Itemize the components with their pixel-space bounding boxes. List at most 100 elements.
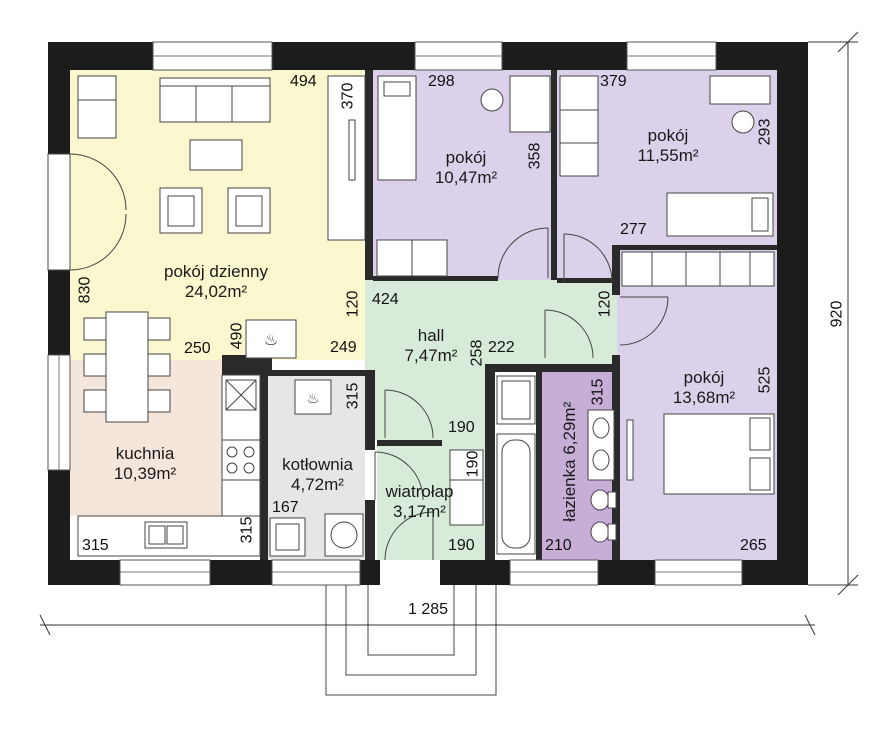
wall-bath-mid	[536, 370, 542, 560]
room3-name: pokój	[683, 368, 725, 387]
kitchen-area: 10,39m²	[113, 463, 177, 483]
boiler-room-label: kotłownia 4,72m²	[270, 455, 365, 494]
wall-bath-top	[485, 364, 617, 372]
wall-vestibule-right	[485, 370, 495, 560]
wall-left-top	[48, 42, 70, 154]
kitchen-name: kuchnia	[115, 444, 175, 463]
dim-424: 424	[372, 291, 399, 308]
wall-left-mid	[48, 270, 70, 355]
living-room-name: pokój dzienny	[164, 262, 268, 281]
wall-right	[777, 42, 808, 585]
dim-190-b: 190	[464, 450, 482, 478]
dim-315-c: 315	[238, 516, 256, 544]
dim-370: 370	[339, 82, 357, 110]
chair-3	[83, 389, 107, 413]
mirror-room3	[626, 419, 634, 481]
desk-room1	[509, 75, 551, 133]
dim-167: 167	[272, 499, 299, 516]
chair-room2	[731, 110, 755, 134]
toilet	[590, 489, 610, 511]
chair-2	[83, 353, 107, 377]
desk-room2	[709, 75, 771, 105]
room1-name: pokój	[445, 148, 487, 167]
stove	[221, 439, 261, 481]
chair-5	[147, 353, 171, 377]
vestibule-area: 3,17m²	[393, 501, 446, 521]
room3-label: pokój 13,68m²	[658, 368, 750, 407]
wall-bottom-right	[742, 560, 808, 585]
boiler-room-name: kotłownia	[282, 455, 353, 474]
room3-furniture	[621, 251, 775, 495]
room1-label: pokój 10,47m²	[420, 148, 512, 187]
wall-top-mid2	[502, 42, 627, 70]
hall-area: 7,47m²	[404, 345, 458, 365]
dim-250: 250	[184, 340, 211, 357]
wardrobe-room3	[621, 251, 775, 287]
vestibule-label: wiatrołap 3,17m²	[372, 482, 467, 521]
vestibule-furniture	[449, 449, 484, 526]
fireplace	[245, 319, 297, 359]
wall-boiler-left	[260, 375, 268, 560]
wall-bottom-mid3	[440, 560, 510, 585]
dim-490: 490	[228, 322, 246, 350]
vestibule-name: wiatrołap	[385, 482, 454, 501]
dim-379: 379	[600, 73, 627, 90]
bathroom-furniture	[496, 375, 617, 555]
hall-name: hall	[417, 326, 445, 345]
bathroom-area: 6,29m²	[560, 401, 580, 455]
wall-bottom-mid1	[210, 560, 272, 585]
room2-label: pokój 11,55m²	[622, 126, 714, 165]
wall-room2-bottom	[612, 245, 777, 250]
wall-bottom-mid2	[360, 560, 380, 585]
dim-494: 494	[290, 73, 317, 90]
dim-190-a: 190	[448, 419, 475, 436]
dim-190-c: 190	[448, 537, 475, 554]
dim-120-a: 120	[344, 290, 362, 318]
boiler-furniture: ♨	[269, 379, 364, 557]
wall-hall-vestibule	[377, 440, 442, 446]
room1-furniture	[376, 75, 551, 277]
dim-120-b: 120	[596, 290, 614, 318]
chair-6	[147, 389, 171, 413]
inner-walls	[222, 70, 777, 560]
dim-258: 258	[468, 339, 486, 367]
bathroom-label: łazienka 6,29m²	[560, 397, 580, 527]
dim-298: 298	[428, 73, 455, 90]
bathroom-name: łazienka	[560, 459, 580, 522]
room3-area: 13,68m²	[672, 387, 736, 407]
boiler-room-area: 4,72m²	[291, 474, 344, 494]
wall-room1-room2	[551, 70, 557, 280]
dim-315-a: 315	[344, 382, 362, 410]
dim-222: 222	[488, 339, 515, 356]
dining-table	[105, 311, 149, 423]
shelf-room2	[559, 75, 599, 177]
kitchen-furniture	[77, 374, 261, 557]
dim-210: 210	[545, 537, 572, 554]
svg-text:♨: ♨	[307, 390, 320, 406]
hall-label: hall 7,47m²	[386, 326, 476, 365]
living-room-label: pokój dzienny 24,02m²	[146, 262, 286, 301]
wall-boiler-top	[268, 370, 373, 376]
wall-left-bottom	[48, 470, 70, 585]
door-swings	[374, 227, 669, 561]
wardrobe	[327, 75, 366, 241]
wall-room3-left2	[612, 355, 620, 560]
dim-293: 293	[756, 118, 774, 146]
terrace-door	[47, 153, 127, 271]
wall-room3-left	[612, 245, 620, 295]
hall-fill	[365, 280, 617, 370]
room1-area: 10,47m²	[434, 167, 498, 187]
wall-boiler-right	[365, 370, 375, 450]
dim-249: 249	[330, 339, 357, 356]
living-room-area: 24,02m²	[184, 281, 248, 301]
boiler	[294, 379, 332, 415]
room2-area: 11,55m²	[637, 145, 699, 165]
dim-358: 358	[526, 142, 544, 170]
wall-bottom-left	[48, 560, 120, 585]
sofa	[159, 77, 271, 123]
dim-265: 265	[740, 537, 767, 554]
wall-room1-bottom	[373, 276, 498, 281]
walls	[48, 42, 808, 585]
coffee-table	[189, 139, 243, 171]
chair-4	[147, 317, 171, 341]
